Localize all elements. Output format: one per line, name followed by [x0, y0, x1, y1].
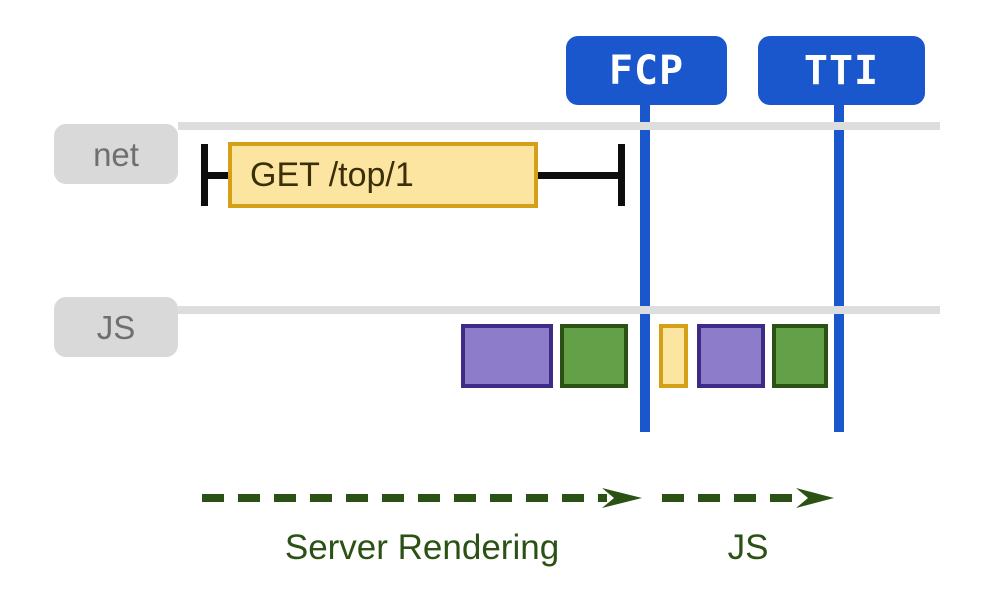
request-whisker-right — [618, 144, 625, 206]
net-track-line — [178, 122, 940, 130]
js-task-block-5[interactable] — [772, 324, 828, 388]
network-request-bar[interactable]: GET /top/1 — [228, 142, 538, 208]
fcp-badge-label: FCP — [608, 47, 685, 94]
js-track-line — [178, 306, 940, 314]
js-task-block-4[interactable] — [697, 324, 765, 388]
fcp-badge[interactable]: FCP — [566, 36, 727, 105]
lane-label-js-text: JS — [96, 308, 136, 346]
tti-badge-label: TTI — [803, 47, 880, 94]
fcp-marker-line — [640, 95, 650, 432]
js-task-block-2[interactable] — [560, 324, 628, 388]
lane-label-js: JS — [54, 297, 178, 357]
arrow-head-icon — [796, 488, 834, 508]
lane-label-net: net — [54, 124, 178, 184]
server-rendering-caption: Server Rendering — [284, 528, 560, 567]
server-rendering-arrow — [202, 488, 642, 508]
js-phase-arrow — [662, 488, 834, 508]
tti-marker-line — [834, 95, 844, 432]
network-request-label: GET /top/1 — [250, 156, 414, 194]
tti-badge[interactable]: TTI — [758, 36, 925, 105]
lane-label-net-text: net — [93, 135, 139, 173]
js-phase-caption: JS — [727, 528, 769, 567]
js-task-block-3[interactable] — [659, 324, 688, 388]
request-whisker-left — [201, 144, 208, 206]
arrow-head-icon — [602, 488, 642, 508]
js-task-block-1[interactable] — [461, 324, 553, 388]
